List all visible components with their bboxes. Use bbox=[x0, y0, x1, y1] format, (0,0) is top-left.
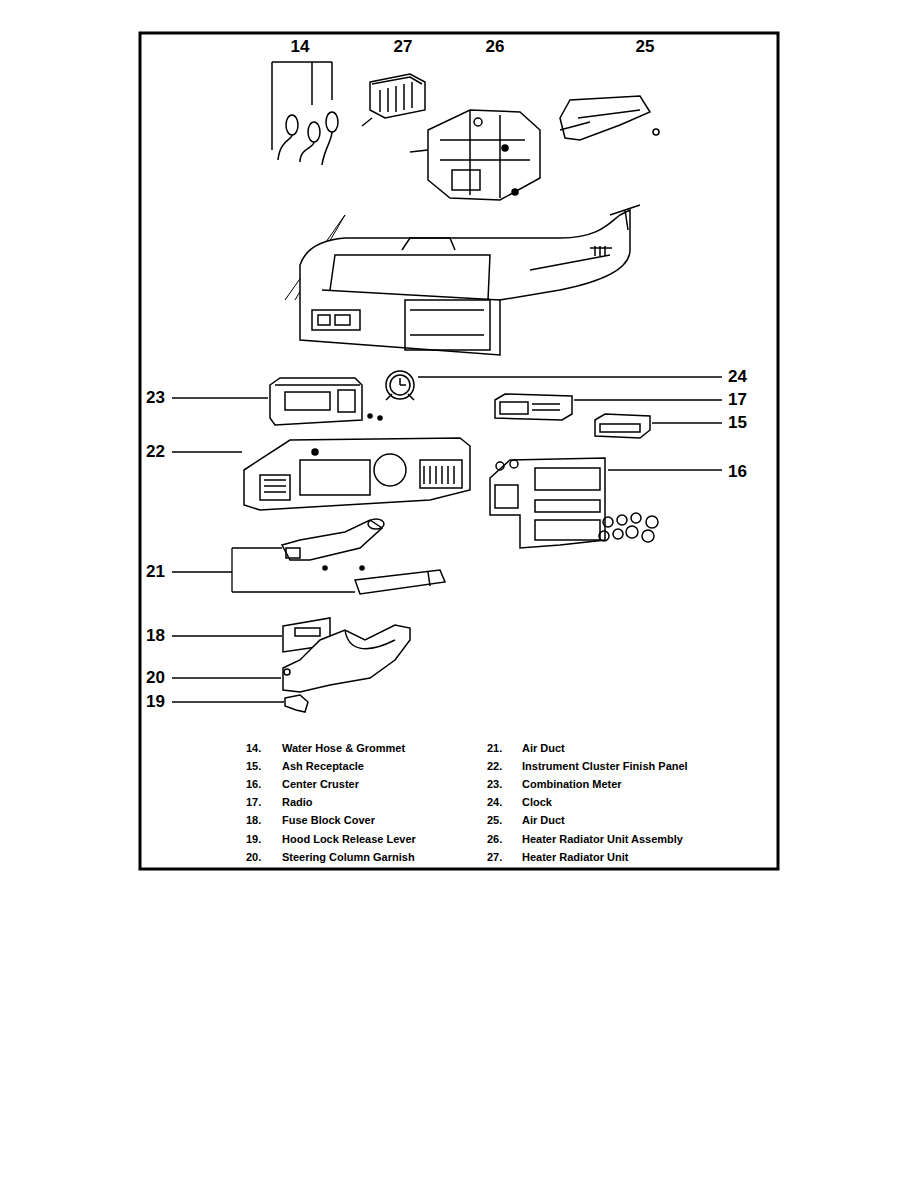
part-name: Combination Meter bbox=[522, 778, 622, 790]
heater-radiator-unit bbox=[362, 74, 425, 126]
legend-number: 21. bbox=[487, 742, 502, 754]
callout-number: 25 bbox=[636, 38, 655, 57]
legend-number: 24. bbox=[487, 796, 502, 808]
radio bbox=[495, 394, 572, 420]
callout-number: 15 bbox=[728, 414, 747, 433]
figure-frame bbox=[140, 33, 778, 869]
part-name: Heater Radiator Unit Assembly bbox=[522, 833, 683, 845]
part-name: Center Cruster bbox=[282, 778, 359, 790]
part-name: Ash Receptacle bbox=[282, 760, 364, 772]
leader-line bbox=[172, 451, 242, 452]
leader-bracket bbox=[172, 548, 355, 592]
legend-number: 26. bbox=[487, 833, 502, 845]
leader-line bbox=[608, 469, 722, 470]
legend-number: 17. bbox=[246, 796, 261, 808]
part-name: Fuse Block Cover bbox=[282, 814, 375, 826]
callout-number: 16 bbox=[728, 463, 747, 482]
illustration bbox=[140, 33, 778, 869]
leader-line bbox=[172, 635, 282, 636]
heater-unit-assembly bbox=[410, 110, 540, 200]
leader-lines bbox=[172, 377, 722, 702]
part-name: Radio bbox=[282, 796, 313, 808]
callout-number: 17 bbox=[728, 391, 747, 410]
legend-number: 15. bbox=[246, 760, 261, 772]
part-name: Air Duct bbox=[522, 814, 565, 826]
leader-line bbox=[172, 397, 268, 398]
legend-number: 20. bbox=[246, 851, 261, 863]
callout-number: 18 bbox=[146, 627, 165, 646]
leader-line bbox=[652, 422, 722, 423]
part-name: Air Duct bbox=[522, 742, 565, 754]
clock bbox=[386, 371, 414, 400]
legend-number: 23. bbox=[487, 778, 502, 790]
part-name: Hood Lock Release Lever bbox=[282, 833, 416, 845]
callout-number: 27 bbox=[394, 38, 413, 57]
legend-number: 25. bbox=[487, 814, 502, 826]
legend-number: 22. bbox=[487, 760, 502, 772]
callout-number: 20 bbox=[146, 669, 165, 688]
finish-panel bbox=[244, 438, 470, 510]
leader-line bbox=[172, 701, 284, 702]
combination-meter bbox=[270, 378, 382, 425]
part-name: Water Hose & Grommet bbox=[282, 742, 405, 754]
air-duct bbox=[560, 96, 659, 140]
legend-number: 19. bbox=[246, 833, 261, 845]
leader-line bbox=[172, 677, 281, 678]
hood-lock-lever bbox=[285, 695, 308, 712]
part-name: Clock bbox=[522, 796, 552, 808]
callout-number: 26 bbox=[486, 38, 505, 57]
legend-number: 18. bbox=[246, 814, 261, 826]
leader-line bbox=[574, 399, 722, 400]
center-cluster bbox=[490, 458, 658, 548]
instrument-panel bbox=[285, 205, 640, 355]
air-duct bbox=[282, 519, 445, 594]
callout-number: 19 bbox=[146, 693, 165, 712]
part-name: Heater Radiator Unit bbox=[522, 851, 628, 863]
water-hose bbox=[272, 62, 338, 165]
steering-column-garnish bbox=[283, 625, 410, 692]
legend-number: 14. bbox=[246, 742, 261, 754]
leader-line bbox=[418, 376, 722, 377]
callout-number: 21 bbox=[146, 563, 165, 582]
callout-number: 23 bbox=[146, 389, 165, 408]
callout-number: 24 bbox=[728, 368, 747, 387]
part-name: Steering Column Garnish bbox=[282, 851, 415, 863]
ash-receptacle bbox=[595, 414, 650, 438]
callout-number: 14 bbox=[291, 38, 310, 57]
legend-number: 16. bbox=[246, 778, 261, 790]
legend-number: 27. bbox=[487, 851, 502, 863]
callout-number: 22 bbox=[146, 443, 165, 462]
part-name: Instrument Cluster Finish Panel bbox=[522, 760, 688, 772]
